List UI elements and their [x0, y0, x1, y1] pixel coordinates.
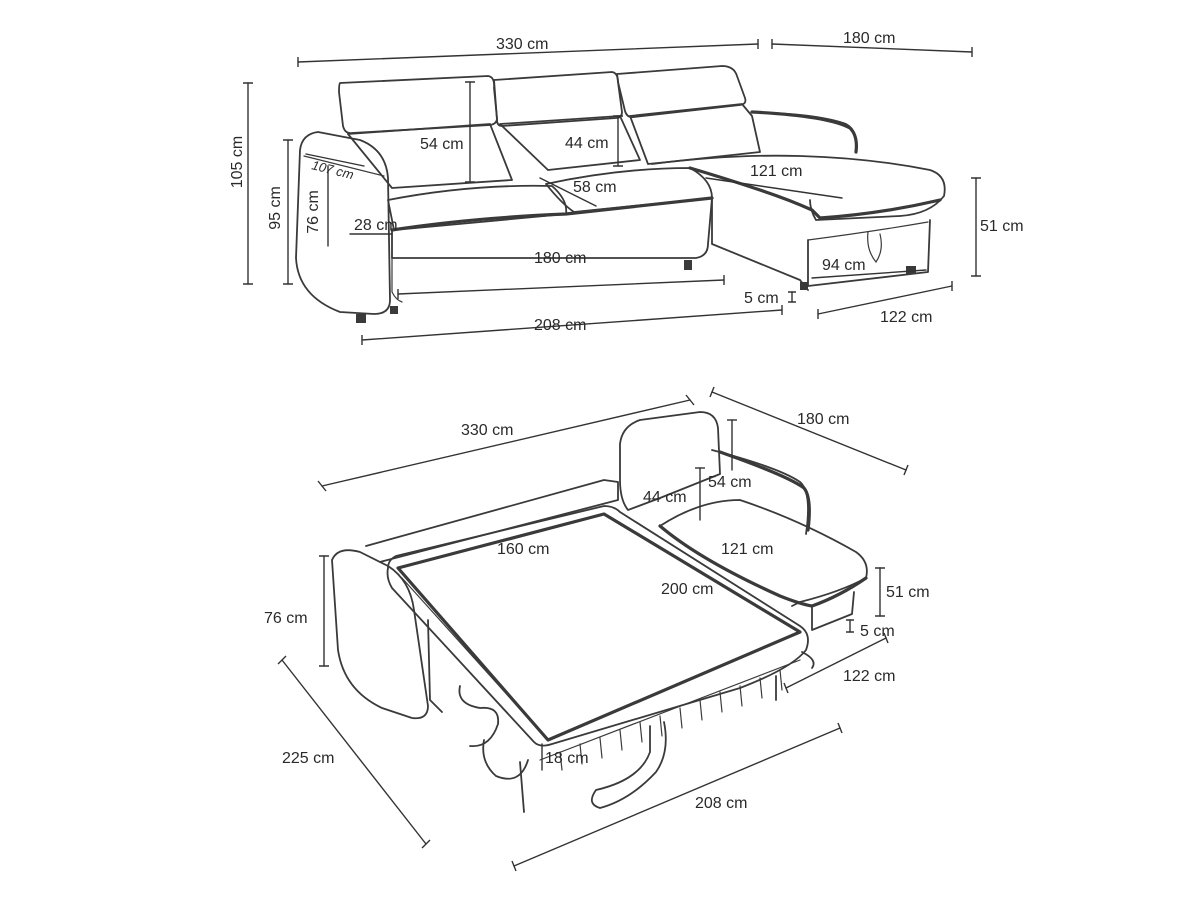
- open-mattress-width-label: 160 cm: [497, 541, 549, 558]
- open-back-cushion-height-label: 44 cm: [643, 489, 687, 506]
- closed-headrest-height-label: 54 cm: [420, 136, 464, 153]
- open-dimension-lines: [277, 386, 909, 872]
- closed-seat-width-label: 180 cm: [534, 250, 586, 267]
- open-sofa-bed-view: 330 cm 180 cm 54 cm 44 cm 160 cm 121 cm …: [264, 386, 930, 872]
- open-dimension-labels: 330 cm 180 cm 54 cm 44 cm 160 cm 121 cm …: [264, 411, 930, 812]
- open-mattress-length-label: 200 cm: [661, 581, 713, 598]
- open-total-width-label: 330 cm: [461, 422, 513, 439]
- open-headrest-height-label: 54 cm: [708, 474, 752, 491]
- closed-chaise-height-label: 51 cm: [980, 218, 1024, 235]
- closed-arm-width-label: 28 cm: [354, 217, 398, 234]
- closed-sofa-view: 330 cm 180 cm 105 cm 95 cm 76 cm 107 cm …: [229, 30, 1024, 345]
- closed-arm-length-label: 107 cm: [310, 157, 355, 182]
- closed-chaise-seat-length-label: 121 cm: [750, 163, 802, 180]
- open-chaise-depth-label: 180 cm: [797, 411, 849, 428]
- closed-dimension-labels: 330 cm 180 cm 105 cm 95 cm 76 cm 107 cm …: [229, 30, 1024, 334]
- closed-chaise-width-label: 122 cm: [880, 309, 932, 326]
- closed-seat-depth-label: 58 cm: [573, 179, 617, 196]
- closed-base-width-label: 208 cm: [534, 317, 586, 334]
- closed-total-width-label: 330 cm: [496, 36, 548, 53]
- open-chaise-height-label: 51 cm: [886, 584, 930, 601]
- open-leg-height-label: 5 cm: [860, 623, 895, 640]
- open-arm-height-label: 76 cm: [264, 610, 308, 627]
- closed-chaise-depth-label: 180 cm: [843, 30, 895, 47]
- closed-back-height-label: 95 cm: [267, 186, 284, 230]
- open-opened-depth-label: 225 cm: [282, 750, 334, 767]
- closed-leg-height-label: 5 cm: [744, 290, 779, 307]
- open-chaise-seat-length-label: 121 cm: [721, 541, 773, 558]
- open-mattress-thickness-label: 18 cm: [545, 750, 589, 767]
- closed-chaise-inner-width-label: 94 cm: [822, 257, 866, 274]
- open-chaise-width-label: 122 cm: [843, 668, 895, 685]
- open-base-width-label: 208 cm: [695, 795, 747, 812]
- closed-arm-height-label: 76 cm: [305, 190, 322, 234]
- closed-total-height-label: 105 cm: [229, 136, 246, 188]
- closed-sofa-drawing: [295, 65, 946, 323]
- open-sofa-drawing: [331, 411, 868, 813]
- closed-dimension-lines: [243, 39, 981, 345]
- closed-back-cushion-height-label: 44 cm: [565, 135, 609, 152]
